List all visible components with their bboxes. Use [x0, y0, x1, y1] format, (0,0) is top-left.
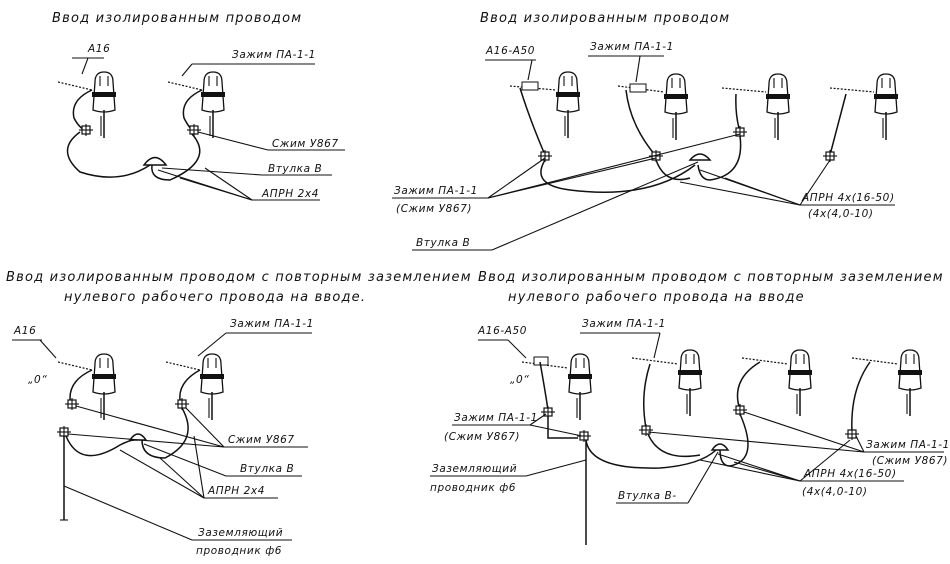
label-bushing-4: Втулка В-	[618, 490, 677, 502]
diagram-4: Ввод изолированным проводом с повторным …	[430, 270, 950, 545]
insulator-4	[663, 73, 689, 141]
loop-left	[66, 131, 151, 178]
drop-wire-2	[182, 89, 203, 131]
label-zero-3: „0“	[28, 374, 47, 386]
diagram-3-title-line-2: нулевого рабочего провода на вводе.	[64, 290, 366, 305]
diagram-3-title-line-1: Ввод изолированным проводом с повторным …	[6, 270, 472, 285]
insulator-1	[91, 71, 117, 139]
drop-wire-5	[735, 93, 741, 133]
bushing-shape	[142, 156, 168, 166]
diagram-4-title-line-1: Ввод изолированным проводом с повторным …	[478, 270, 944, 285]
label-clamp-left-2: Зажим ПА-1-1	[394, 185, 478, 197]
insulator-3	[555, 71, 581, 139]
loop-right	[151, 133, 201, 181]
label-cable: АПРН 2х4	[261, 188, 319, 200]
insulator-12	[897, 349, 923, 417]
label-clamp-2: Зажим ПА-1-1	[590, 41, 674, 53]
label-crimp-left-4: (Сжим У867)	[444, 431, 520, 443]
insulator-9	[567, 353, 593, 421]
label-clamp-3: Зажим ПА-1-1	[230, 318, 314, 330]
insulator-5	[765, 73, 791, 141]
label-cable-alt-2: (4х(4,0-10)	[808, 208, 874, 220]
diagram-2: Ввод изолированным проводом А16-А50 Зажи…	[392, 11, 899, 251]
label-cable-4: АПРН 4х(16-50)	[803, 468, 897, 480]
insulator-10	[677, 349, 703, 417]
diagram-2-title: Ввод изолированным проводом	[480, 11, 730, 26]
label-wire: А16	[87, 43, 110, 55]
drop-wire-3	[519, 87, 546, 156]
label-crimp-right-4: (Сжим У867)	[872, 455, 948, 467]
insulator-2	[200, 71, 226, 139]
label-ground-4-line-1: Заземляющий	[432, 463, 517, 475]
label-cable-alt-4: (4х(4,0-10)	[802, 486, 868, 498]
diagram-1: Ввод изолированным проводом А16 Зажим ПА…	[52, 11, 345, 201]
label-bushing-3: Втулка В	[240, 463, 294, 475]
label-zero-4: „0“	[510, 374, 529, 386]
drop-wire-1	[72, 89, 93, 131]
label-bushing: Втулка В	[268, 163, 322, 175]
clamp-1	[78, 123, 94, 137]
insulator-8	[199, 353, 225, 421]
label-ground-3-line-2: проводник ф6	[196, 545, 282, 557]
label-ground-3-line-1: Заземляющий	[198, 527, 283, 539]
label-wire-3: А16	[13, 325, 36, 337]
label-ground-4-line-2: проводник ф6	[430, 482, 516, 494]
label-cable-3: АПРН 2х4	[207, 485, 265, 497]
label-bushing-2: Втулка В	[416, 237, 470, 249]
insulator-11	[787, 349, 813, 417]
wire-end-2	[167, 81, 203, 91]
label-clamp: Зажим ПА-1-1	[232, 49, 316, 61]
label-clamp-left-4: Зажим ПА-1-1	[454, 412, 538, 424]
label-clamp-4: Зажим ПА-1-1	[582, 318, 666, 330]
label-clamp-right-4: Зажим ПА-1-1	[866, 439, 950, 451]
diagram-4-title-line-2: нулевого рабочего провода на вводе	[508, 290, 805, 305]
insulator-6	[873, 73, 899, 141]
label-cable-2: АПРН 4х(16-50)	[801, 192, 895, 204]
diagram-1-title: Ввод изолированным проводом	[52, 11, 302, 26]
diagram-3: Ввод изолированным проводом с повторным …	[6, 270, 472, 557]
drop-wire-4	[625, 89, 656, 156]
insulator-7	[91, 353, 117, 421]
label-crimp-left-2: (Сжим У867)	[396, 203, 472, 215]
wire-end-1	[57, 81, 93, 91]
loop-2a	[540, 159, 696, 193]
label-wire-4: А16-А50	[477, 325, 527, 337]
label-crimp-3: Сжим У867	[228, 434, 295, 446]
label-wire-2: А16-А50	[485, 45, 535, 57]
drop-wire-6	[829, 93, 847, 156]
label-crimp: Сжим У867	[272, 138, 339, 150]
